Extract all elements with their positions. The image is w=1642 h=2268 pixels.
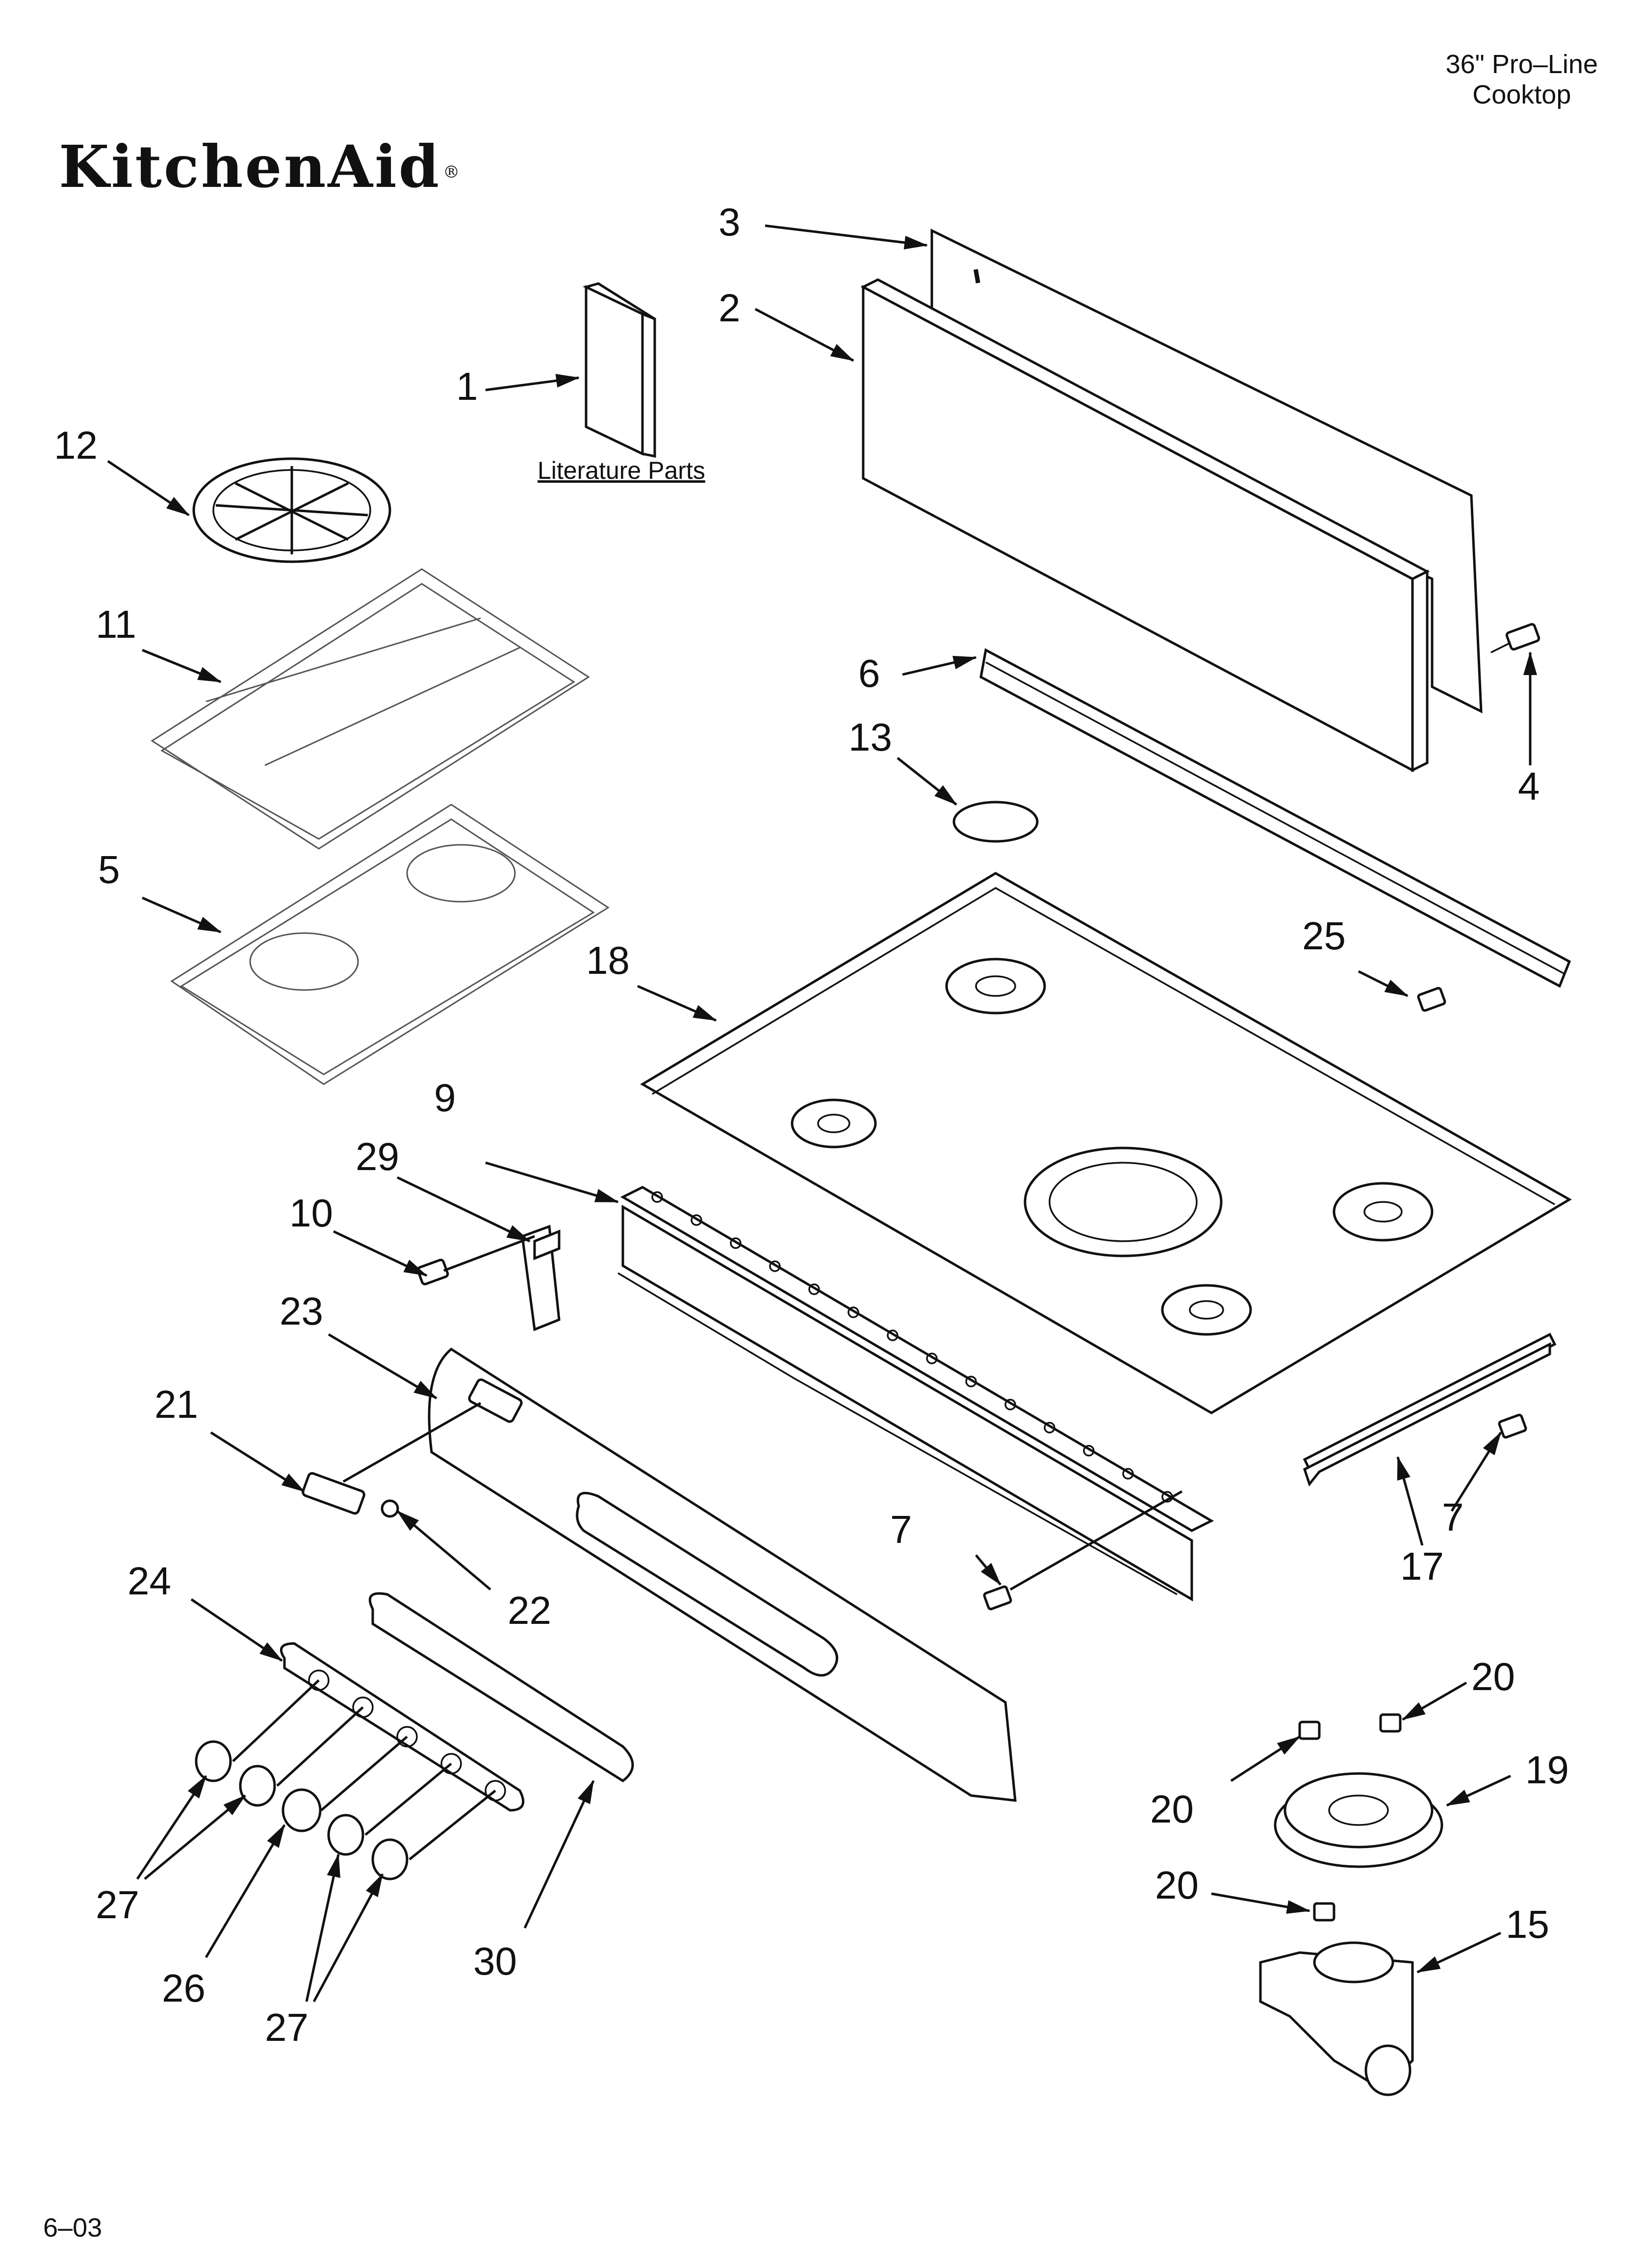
callout-24: 24 — [128, 1559, 171, 1603]
manifold-bracket — [617, 1186, 1214, 1602]
callout-numbers: 1 2 3 4 5 6 7 7 9 10 11 12 13 15 17 18 1… — [54, 200, 1569, 2049]
wok-grate — [192, 457, 391, 563]
footer-code: 6–03 — [43, 2213, 103, 2242]
document-title: 36" Pro–Line Cooktop — [1446, 49, 1598, 110]
screws — [983, 987, 1527, 1922]
nut — [381, 1499, 399, 1518]
callout-7a: 7 — [890, 1508, 912, 1551]
callout-11: 11 — [96, 602, 136, 646]
callout-20c: 20 — [1155, 1863, 1199, 1907]
control-panel — [428, 1347, 1017, 1802]
literature-parts-label: Literature Parts — [538, 457, 705, 484]
callout-27a: 27 — [96, 1883, 139, 1927]
backguard-panel — [860, 278, 1430, 773]
kitchenaid-logo: KitchenAid® — [59, 132, 462, 201]
callout-13: 13 — [848, 715, 892, 759]
screw-part-4 — [1490, 623, 1540, 653]
callout-18: 18 — [586, 938, 630, 982]
gas-valve — [1259, 1941, 1414, 2096]
callout-22: 22 — [508, 1589, 551, 1632]
callout-4: 4 — [1518, 764, 1540, 808]
cooktop-surface — [640, 872, 1572, 1414]
callout-17: 17 — [1400, 1544, 1444, 1588]
burner-cap — [952, 801, 1039, 843]
callout-5: 5 — [98, 848, 120, 891]
small-bracket — [521, 1225, 561, 1331]
title-line-2: Cooktop — [1472, 80, 1571, 109]
side-trim — [1303, 1332, 1557, 1487]
callout-23: 23 — [280, 1289, 323, 1333]
callout-29: 29 — [356, 1135, 399, 1178]
callout-6: 6 — [858, 652, 880, 695]
burner-base — [1274, 1772, 1443, 1868]
literature-booklet — [582, 282, 656, 458]
leader-lines — [107, 224, 1537, 2003]
callout-25: 25 — [1302, 914, 1346, 958]
callout-27b: 27 — [265, 2006, 308, 2049]
callout-10: 10 — [289, 1191, 333, 1235]
callout-9: 9 — [434, 1076, 456, 1120]
title-line-1: 36" Pro–Line — [1445, 50, 1598, 79]
callout-7b: 7 — [1442, 1495, 1464, 1539]
callout-19: 19 — [1525, 1748, 1569, 1792]
callout-21: 21 — [154, 1382, 198, 1426]
manifold-holes — [651, 1191, 1173, 1503]
callout-15: 15 — [1506, 1903, 1549, 1946]
callout-30: 30 — [473, 1939, 517, 1983]
control-knobs — [195, 1740, 409, 1880]
burner-grate — [170, 804, 610, 1085]
trim-plate — [368, 1592, 634, 1783]
callout-1: 1 — [456, 365, 478, 408]
callout-20a: 20 — [1150, 1787, 1194, 1831]
registered-mark: ® — [443, 162, 462, 182]
vent-slots-left — [974, 269, 980, 284]
logo-text: KitchenAid — [59, 132, 441, 201]
callout-12: 12 — [54, 423, 98, 467]
griddle-grate — [151, 568, 590, 850]
screw-part-10 — [416, 1258, 464, 1285]
callout-26: 26 — [162, 1966, 205, 2010]
rear-rail — [979, 648, 1571, 988]
callout-2: 2 — [718, 286, 741, 330]
callout-3: 3 — [718, 200, 741, 244]
badge — [302, 1472, 365, 1515]
callout-20b: 20 — [1471, 1655, 1515, 1698]
